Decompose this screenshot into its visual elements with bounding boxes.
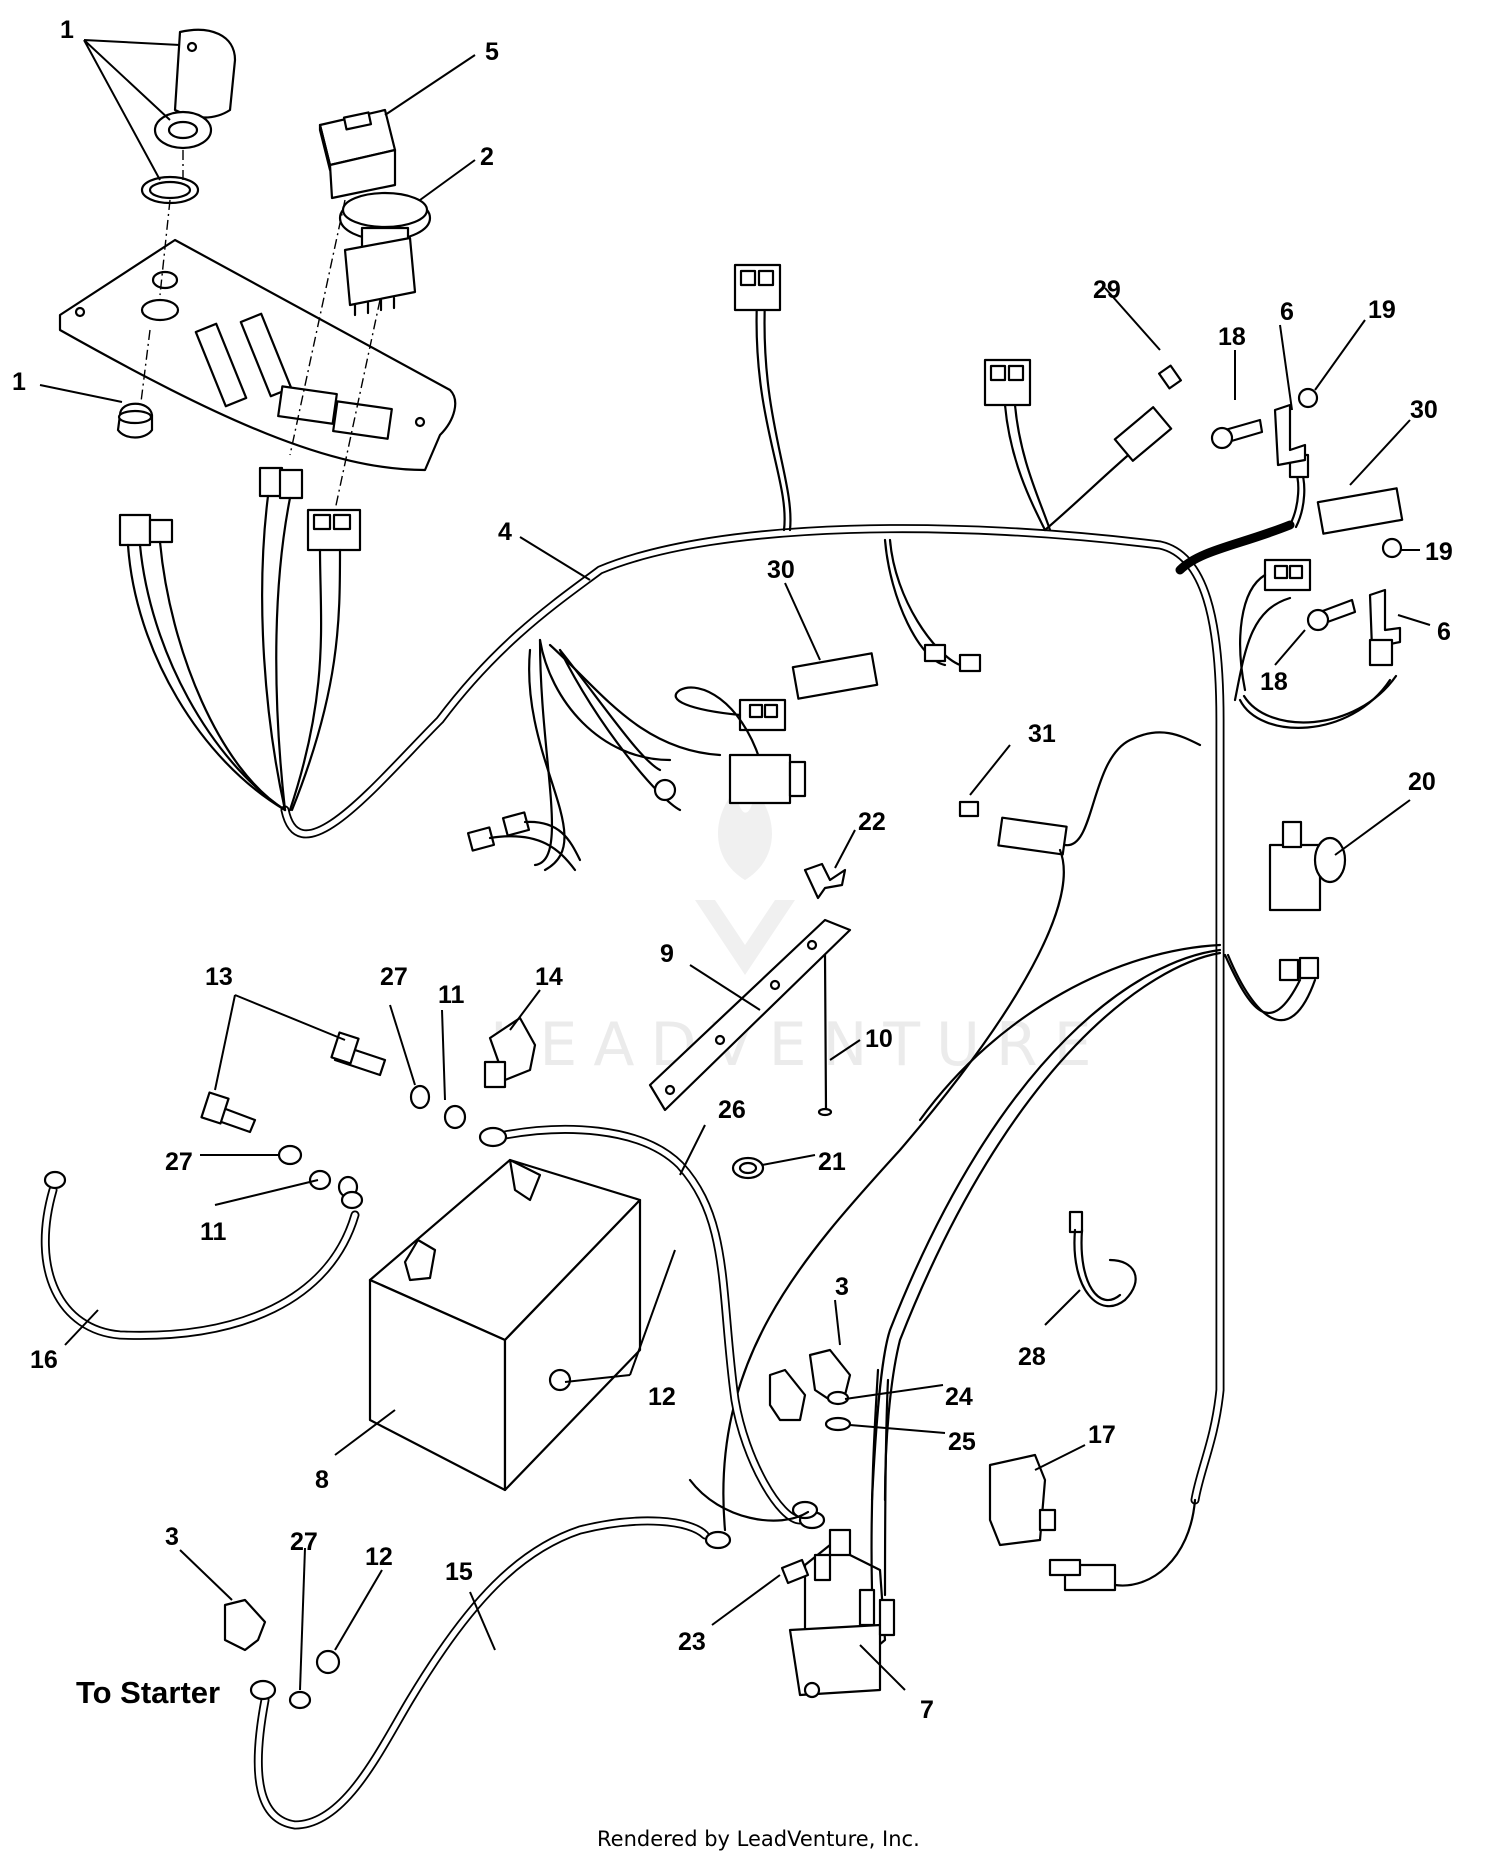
callout-3: 3: [165, 1523, 179, 1551]
callout-4: 4: [498, 518, 512, 546]
callout-7: 7: [920, 1696, 934, 1724]
callout-14: 14: [535, 963, 563, 991]
connector-30-parts: [674, 487, 1404, 805]
callout-3: 3: [835, 1273, 849, 1301]
callout-30: 30: [767, 556, 795, 584]
callout-28: 28: [1018, 1343, 1046, 1371]
callout-12: 12: [365, 1543, 393, 1571]
callout-6: 6: [1437, 618, 1451, 646]
callout-20: 20: [1408, 768, 1436, 796]
callout-29: 29: [1093, 276, 1121, 304]
callout-5: 5: [485, 38, 499, 66]
callout-23: 23: [678, 1628, 706, 1656]
switch-20-part: [1223, 820, 1347, 1022]
battery-hardware: [200, 1016, 537, 1199]
callout-10: 10: [865, 1025, 893, 1053]
callout-16: 16: [30, 1346, 58, 1374]
hardware-parts: [648, 862, 852, 1180]
callout-11: 11: [438, 981, 465, 1009]
callout-6: 6: [1280, 298, 1294, 326]
callout-18: 18: [1260, 668, 1288, 696]
callout-2: 2: [480, 143, 494, 171]
battery-part: [368, 1158, 642, 1492]
cable-tie-part: [1068, 1210, 1137, 1308]
callout-17: 17: [1088, 1421, 1116, 1449]
callout-1: 1: [60, 16, 74, 44]
callout-25: 25: [948, 1428, 976, 1456]
callout-9: 9: [660, 940, 674, 968]
callout-13: 13: [205, 963, 233, 991]
callout-27: 27: [165, 1148, 193, 1176]
callout-15: 15: [445, 1558, 473, 1586]
main-wiring-harness: [280, 263, 1398, 1505]
callout-27: 27: [290, 1528, 318, 1556]
footer-credit: Rendered by LeadVenture, Inc.: [597, 1827, 920, 1851]
leadventure-watermark: LEADVENTURE: [490, 790, 1108, 1080]
bracket-fastener-parts: [1210, 387, 1403, 667]
terminal-boots: [223, 1348, 852, 1710]
callout-26: 26: [718, 1096, 746, 1124]
callout-21: 21: [818, 1148, 846, 1176]
callout-30: 30: [1410, 396, 1438, 424]
relay-part: [318, 108, 397, 200]
callout-12: 12: [648, 1383, 676, 1411]
callout-24: 24: [945, 1383, 973, 1411]
pto-switch-part: [338, 191, 432, 317]
solenoid-part: [780, 1368, 896, 1699]
callout-11: 11: [200, 1218, 227, 1246]
callout-18: 18: [1218, 323, 1246, 351]
callout-labels: 1 1 2 3 3 4 5 6 6 7 8 9 10 11 11 12 12 1…: [12, 16, 1453, 1724]
callout-19: 19: [1425, 538, 1453, 566]
callout-27: 27: [380, 963, 408, 991]
switch-17-part: [988, 1453, 1197, 1592]
watermark-text: LEADVENTURE: [490, 1010, 1108, 1080]
battery-cables: [40, 1124, 826, 1830]
callout-31: 31: [1028, 720, 1056, 748]
terminal-connectors: [466, 643, 982, 872]
callout-22: 22: [858, 808, 886, 836]
to-starter-label: To Starter: [76, 1675, 220, 1710]
key-switch-parts: [116, 28, 237, 439]
callout-19: 19: [1368, 296, 1396, 324]
callout-1: 1: [12, 368, 26, 396]
leader-lines: [39, 39, 1431, 1691]
dash-harness-branch: [118, 199, 381, 812]
callout-8: 8: [315, 1466, 329, 1494]
